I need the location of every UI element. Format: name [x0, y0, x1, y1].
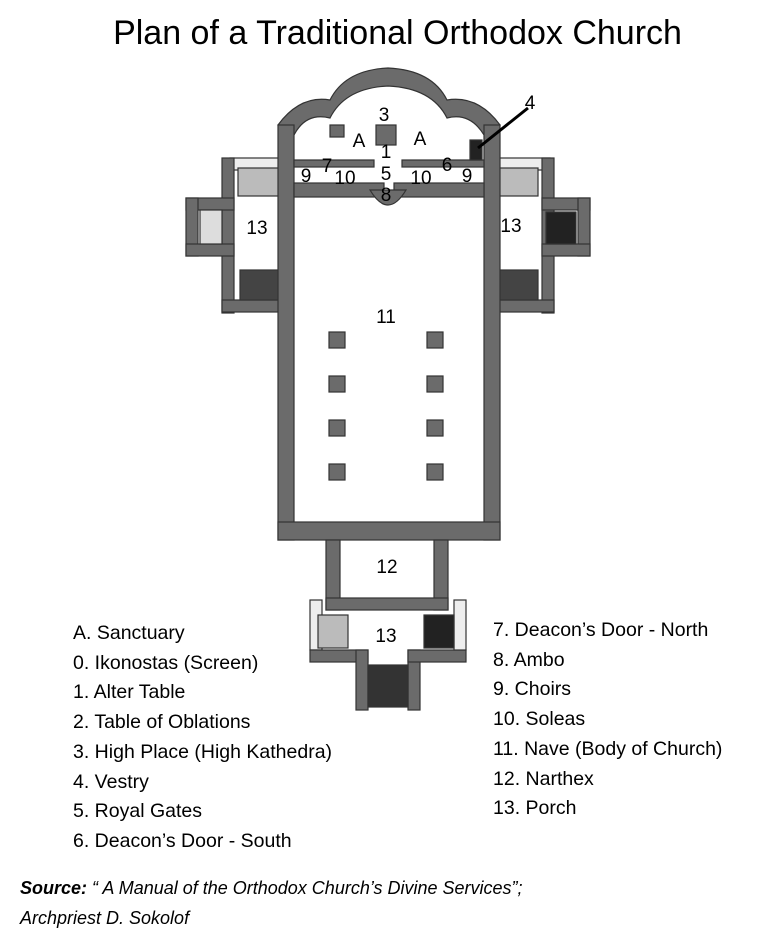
- label-royal-gates: 5: [381, 164, 392, 185]
- legend-item: 1. Alter Table: [73, 681, 186, 704]
- source-text: “ A Manual of the Orthodox Church’s Divi…: [87, 878, 523, 898]
- diagram-title: Plan of a Traditional Orthodox Church: [113, 14, 682, 52]
- legend-item: 9. Choirs: [493, 678, 572, 701]
- label-nave: 11: [376, 307, 396, 328]
- legend-item: 6. Deacon’s Door - South: [73, 829, 292, 852]
- table-of-oblations: [329, 124, 345, 138]
- iconostas-left: [293, 159, 375, 168]
- source-author: Archpriest D. Sokolof: [20, 908, 190, 928]
- ambo: [368, 189, 408, 206]
- vestry-box: [469, 139, 483, 161]
- left-porch: [185, 157, 291, 314]
- label-altar: 1: [381, 142, 392, 163]
- legend-item: 13. Porch: [493, 797, 577, 820]
- legend-item: 12. Narthex: [493, 767, 594, 790]
- label-soleas-right: 10: [410, 168, 431, 189]
- legend-item: A. Sanctuary: [73, 622, 185, 644]
- label-ambo: 8: [381, 185, 392, 206]
- label-sanctuary-left: A: [353, 131, 366, 152]
- right-porch: [489, 157, 591, 314]
- west-wall: [277, 521, 501, 541]
- label-soleas-left: 10: [334, 168, 355, 189]
- legend-item: 8. Ambo: [493, 648, 565, 671]
- label-deacon-south: 6: [442, 155, 453, 176]
- legend-right: 7. Deacon’s Door - North 8. Ambo 9. Choi…: [493, 616, 722, 824]
- north-wall: [277, 124, 295, 541]
- label-porch-left: 13: [246, 218, 267, 239]
- altar-table: [375, 124, 397, 146]
- legend-item: 7. Deacon’s Door - North: [493, 619, 709, 641]
- label-porch-right: 13: [500, 216, 521, 237]
- bottom-porch: [309, 599, 467, 711]
- plan-labels: A A 3 1 5 8 7 6 9 9 10 10 4 11 12 13 13 …: [246, 93, 535, 647]
- label-porch-bottom: 13: [375, 626, 396, 647]
- label-narthex: 12: [376, 557, 397, 578]
- label-choir-right: 9: [462, 166, 473, 187]
- label-sanctuary-right: A: [414, 129, 427, 150]
- south-wall: [483, 124, 501, 541]
- vestry-pointer: [477, 106, 529, 150]
- legend-item: 2. Table of Oblations: [73, 711, 251, 734]
- label-vestry: 4: [525, 93, 536, 114]
- label-high-place: 3: [379, 105, 390, 126]
- legend-item: 11. Nave (Body of Church): [493, 737, 723, 760]
- legend-item: 10. Soleas: [493, 708, 586, 731]
- nave-columns: [328, 331, 444, 481]
- iconostas-right: [401, 159, 485, 168]
- source-citation: Source: “ A Manual of the Orthodox Churc…: [20, 873, 523, 933]
- label-choir-left: 9: [301, 166, 312, 187]
- legend-left: A. Sanctuary 0. Ikonostas (Screen) 1. Al…: [73, 619, 332, 857]
- legend-item: 0. Ikonostas (Screen): [73, 651, 259, 674]
- legend-item: 4. Vestry: [73, 770, 149, 793]
- source-label: Source:: [20, 878, 88, 898]
- legend-item: 3. High Place (High Kathedra): [73, 740, 333, 763]
- legend-item: 5. Royal Gates: [73, 800, 202, 823]
- label-deacon-north: 7: [322, 156, 333, 177]
